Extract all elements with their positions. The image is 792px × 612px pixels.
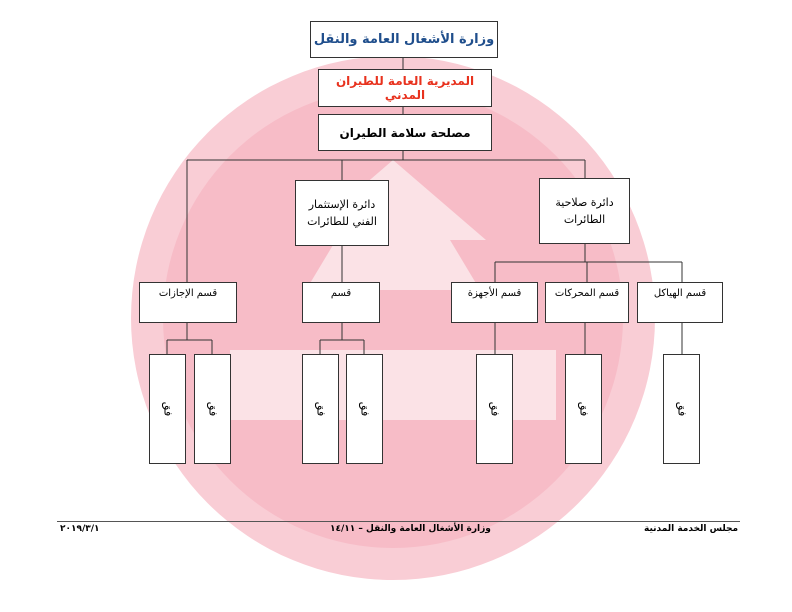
- ministry-title: وزارة الأشغال العامة والنقل: [313, 32, 495, 47]
- section-structures-box: قسم الهياكل: [637, 282, 723, 323]
- position-label: فق: [488, 401, 501, 417]
- position-box: فق: [476, 354, 513, 464]
- position-box: فق: [302, 354, 339, 464]
- position-box: فق: [346, 354, 383, 464]
- position-box: فق: [565, 354, 602, 464]
- position-box: فق: [663, 354, 700, 464]
- footer-council-name: مجلس الخدمة المدنية: [644, 524, 739, 534]
- position-label: فق: [675, 401, 688, 417]
- department-box: مصلحة سلامة الطيران: [318, 114, 492, 151]
- section-engines-box: قسم المحركات: [545, 282, 629, 323]
- position-label: فق: [358, 401, 371, 417]
- footer-date: ٢٠١٩/٣/١: [60, 524, 100, 534]
- section-generic-box: قسم: [302, 282, 380, 323]
- position-box: فق: [194, 354, 231, 464]
- position-label: فق: [577, 401, 590, 417]
- division-technical-operation-label: دائرة الإستثمار الفني للطائرات: [307, 198, 377, 228]
- division-airworthiness-label: دائرة صلاحية الطائرات: [555, 196, 614, 226]
- section-generic-label: قسم: [330, 288, 352, 299]
- position-box: فق: [149, 354, 186, 464]
- position-label: فق: [206, 401, 219, 417]
- department-title: مصلحة سلامة الطيران: [339, 125, 471, 140]
- section-structures-label: قسم الهياكل: [653, 288, 707, 299]
- section-equipment-box: قسم الأجهزة: [451, 282, 538, 323]
- section-equipment-label: قسم الأجهزة: [467, 288, 522, 299]
- section-licenses-label: قسم الإجازات: [158, 288, 218, 299]
- footer-divider: [57, 521, 740, 522]
- division-airworthiness-box: دائرة صلاحية الطائرات: [539, 178, 630, 244]
- position-label: فق: [161, 401, 174, 417]
- directorate-title: المديرية العامة للطيران المدني: [335, 74, 475, 102]
- directorate-box: المديرية العامة للطيران المدني: [318, 69, 492, 107]
- footer-ministry-reference: وزارة الأشغال العامة والنقل – ١٤/١١: [330, 524, 491, 534]
- position-label: فق: [314, 401, 327, 417]
- ministry-box: وزارة الأشغال العامة والنقل: [310, 21, 498, 58]
- section-licenses-box: قسم الإجازات: [139, 282, 237, 323]
- section-engines-label: قسم المحركات: [554, 288, 620, 299]
- division-technical-operation-box: دائرة الإستثمار الفني للطائرات: [295, 180, 389, 246]
